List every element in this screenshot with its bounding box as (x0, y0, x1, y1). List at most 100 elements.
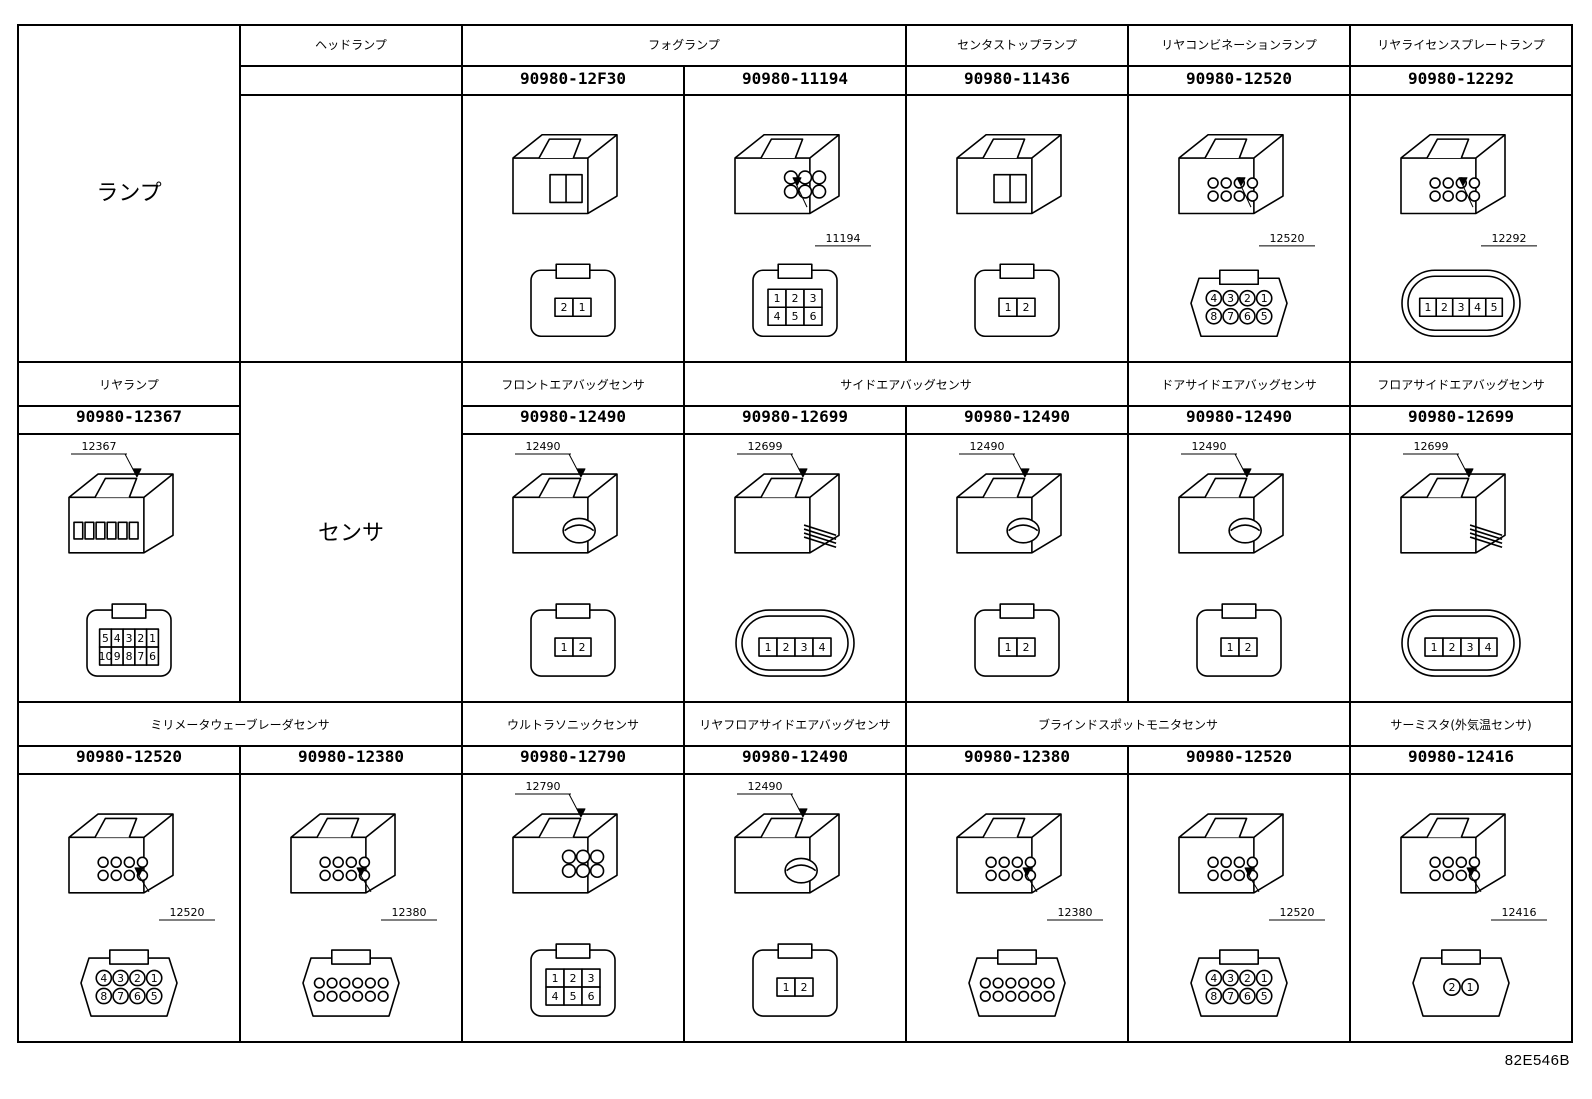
connector-face-icon (302, 949, 400, 1017)
pin-hole (313, 977, 325, 989)
group-label: サーミスタ(外気温センサ) (1390, 717, 1531, 732)
pin-hole (1043, 990, 1055, 1002)
pin-hole (358, 856, 371, 869)
pin-hole (1246, 177, 1259, 189)
pin-hole (811, 170, 827, 185)
pin-hole (1220, 190, 1232, 202)
pin-hole (1239, 969, 1256, 987)
pin-number: 2 (1441, 301, 1448, 314)
pin-number: 4 (1485, 641, 1492, 654)
pin-number: 3 (1467, 641, 1474, 654)
connector-cell: 12380 (956, 813, 1103, 1017)
pin-hole (992, 977, 1004, 989)
group-label: サイドエアバッグセンサ (840, 378, 972, 392)
callout-leader: 12790 (515, 780, 586, 818)
pin-hole (136, 856, 149, 869)
pin-cell (1484, 297, 1504, 318)
pin-hole (84, 521, 95, 540)
pin-hole (1207, 856, 1219, 869)
pin-hole (797, 184, 813, 199)
pin-hole (1205, 289, 1223, 307)
pin-hole (784, 857, 818, 884)
connector-cell: 12380 (290, 813, 437, 1017)
pin-hole (123, 869, 136, 882)
pin-number: 2 (134, 972, 141, 985)
group-label: フロントエアバッグセンサ (501, 378, 645, 392)
group-label: リヤコンビネーションランプ (1161, 38, 1316, 52)
callout-leader: 12699 (1403, 440, 1474, 478)
pin-number: 2 (1245, 641, 1252, 654)
part-number: 90980-12380 (298, 747, 404, 766)
connector-housing-icon (956, 133, 1062, 215)
connector-housing-icon (68, 473, 174, 554)
callout-label: 12380 (392, 906, 427, 919)
callout-leader: 11194 (792, 177, 871, 247)
pin-hole (1011, 856, 1024, 869)
pin-number: 3 (1227, 972, 1234, 985)
pin-hole (110, 856, 122, 869)
pin-hole (998, 856, 1010, 869)
pin-number: 8 (1210, 310, 1217, 323)
pin-hole (979, 990, 991, 1002)
pin-hole (1468, 856, 1481, 869)
part-number: 90980-12490 (742, 747, 848, 766)
pin-number: 4 (1210, 972, 1217, 985)
pin-hole (145, 987, 163, 1005)
callout-leader: 12520 (1244, 867, 1325, 921)
pin-number: 4 (1210, 292, 1217, 305)
pin-hole (339, 977, 351, 989)
pin-number: 6 (810, 310, 817, 323)
pin-hole (345, 869, 358, 882)
pin-hole (1030, 977, 1042, 989)
part-number: 90980-12790 (520, 747, 626, 766)
connector-housing-icon (290, 813, 396, 894)
table-border (17, 24, 1573, 1043)
pin-number: 7 (1227, 990, 1234, 1003)
pin-hole (1461, 978, 1479, 996)
group-label: ウルトラソニックセンサ (507, 718, 639, 732)
part-number: 90980-12520 (1186, 747, 1292, 766)
pin-hole (1255, 289, 1273, 307)
group-label: フロアサイドエアバッグセンサ (1377, 378, 1545, 392)
pin-hole (1220, 177, 1232, 189)
pin-hole (1207, 190, 1219, 202)
part-number: 90980-12490 (1186, 407, 1292, 426)
callout-label: 11194 (826, 232, 861, 245)
callout-label: 12520 (1280, 906, 1315, 919)
pin-number: 1 (1227, 641, 1234, 654)
pin-number: 2 (792, 292, 799, 305)
group-label: リヤライセンスプレートランプ (1377, 38, 1544, 52)
part-number: 90980-12520 (1186, 69, 1292, 88)
part-number: 90980-12416 (1408, 747, 1514, 766)
callout-leader: 12490 (737, 780, 808, 818)
callout-label: 12520 (170, 906, 205, 919)
pin-hole (1255, 307, 1273, 325)
connector-housing-icon (1400, 473, 1506, 554)
part-number: 90980-12520 (76, 747, 182, 766)
pin-hole (123, 856, 136, 869)
pin-number: 4 (552, 990, 559, 1003)
pin-hole (326, 990, 338, 1002)
pin-hole (364, 990, 376, 1002)
pin-number: 3 (810, 292, 817, 305)
group-label: ヘッドランプ (315, 38, 387, 52)
pin-number: 5 (1491, 301, 1498, 314)
pin-hole (332, 869, 344, 882)
pin-hole (95, 969, 113, 987)
group-label: ブラインドスポットモニタセンサ (1038, 717, 1218, 732)
pin-hole (1222, 987, 1239, 1005)
pin-number: 5 (151, 990, 158, 1003)
